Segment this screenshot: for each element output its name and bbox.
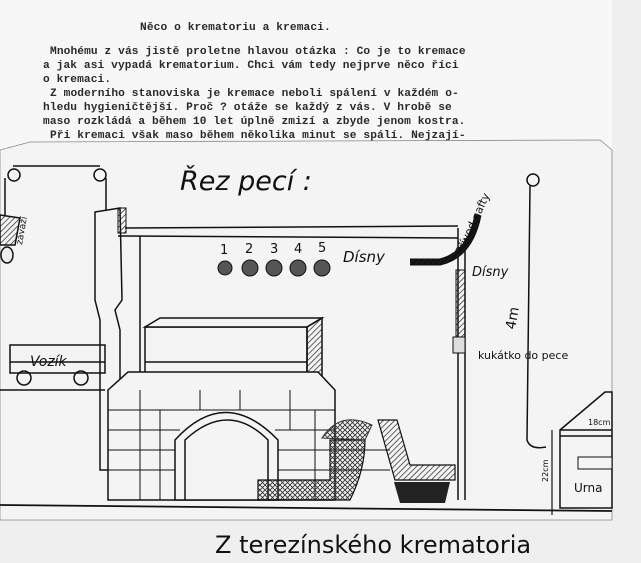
furnace-drawing: závaží 1 2 3 4 5 Dísny Řez pecí : [0, 139, 613, 559]
nozzle-2 [241, 259, 259, 277]
height-label: 4m [503, 306, 523, 331]
typed-title: Něco o krematoriu a kremaci. [140, 22, 331, 34]
nozzle-number: 3 [270, 242, 278, 257]
wall-hatch [455, 269, 466, 341]
ash-tray [394, 482, 450, 503]
cart [0, 344, 106, 391]
height-marker [526, 173, 540, 187]
urn-label: Urna [574, 481, 602, 495]
nozzle-number: 2 [245, 242, 253, 257]
typed-line: Mnohému z vás jistě proletne hlavou otáz… [50, 46, 466, 58]
drawing-heading: Řez pecí : [180, 165, 312, 197]
cart-label: Vozík [30, 354, 68, 370]
typed-text-sheet: Něco o krematoriu a kremaci. Mnohému z v… [0, 0, 612, 150]
ash-pile [321, 419, 373, 441]
nozzle-number: 5 [318, 241, 326, 256]
peephole-icon [452, 336, 466, 354]
typed-line: hledu hygieničtější. Proč ? otáže se kaž… [43, 102, 452, 114]
drawing-caption: Z terezínského krematoria [215, 531, 531, 559]
nozzle-number: 1 [220, 243, 228, 258]
urn-width-label: 18cm [588, 418, 611, 427]
urn [551, 391, 613, 515]
typed-line: a jak asi vypadá krematorium. Chci vám t… [43, 60, 459, 72]
urn-height-label: 22cm [541, 459, 550, 482]
door-hatch [117, 207, 127, 234]
nozzles-label: Dísny [343, 248, 386, 266]
peephole-label: kukátko do pece [478, 349, 568, 362]
weight-label: závaží [15, 215, 30, 245]
typed-line: o kremaci. [43, 74, 112, 86]
nozzles [217, 259, 331, 277]
pulley-weight [0, 165, 107, 264]
nozzle-label-right: Dísny [472, 265, 509, 280]
floor-line [0, 504, 613, 512]
nozzle-4 [289, 259, 307, 277]
brick-furnace [107, 371, 390, 501]
typed-line: Při kremaci však maso během několika min… [50, 130, 466, 142]
nozzle-1 [217, 260, 233, 276]
nozzle-5 [313, 259, 331, 277]
ash-chute [377, 419, 456, 481]
ash-channel [257, 439, 366, 501]
typed-line: Z moderního stanoviska je kremace neboli… [50, 88, 459, 100]
height-line [526, 185, 547, 449]
nozzle-3 [265, 259, 283, 277]
nozzle-number: 4 [294, 242, 302, 257]
typed-line: maso rozkládá a během 10 let úplně zmizí… [43, 116, 466, 128]
